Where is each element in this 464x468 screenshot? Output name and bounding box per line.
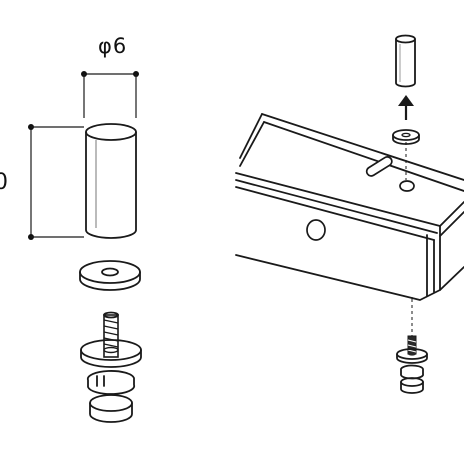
dimension-diameter xyxy=(81,71,139,118)
small-washer xyxy=(392,129,420,145)
screw-assembly-small xyxy=(396,335,428,394)
length-label: 0 xyxy=(0,170,8,195)
dimension-length xyxy=(28,124,84,240)
arrow-spacer-small xyxy=(395,34,416,88)
flat-washer xyxy=(79,260,141,291)
spacer-cylinder xyxy=(85,123,137,239)
dashed-axis xyxy=(405,142,413,336)
diameter-label: φ6 xyxy=(98,34,128,58)
screw-assembly xyxy=(80,311,142,423)
rail-profile xyxy=(235,113,464,301)
up-arrow-icon xyxy=(398,95,414,120)
